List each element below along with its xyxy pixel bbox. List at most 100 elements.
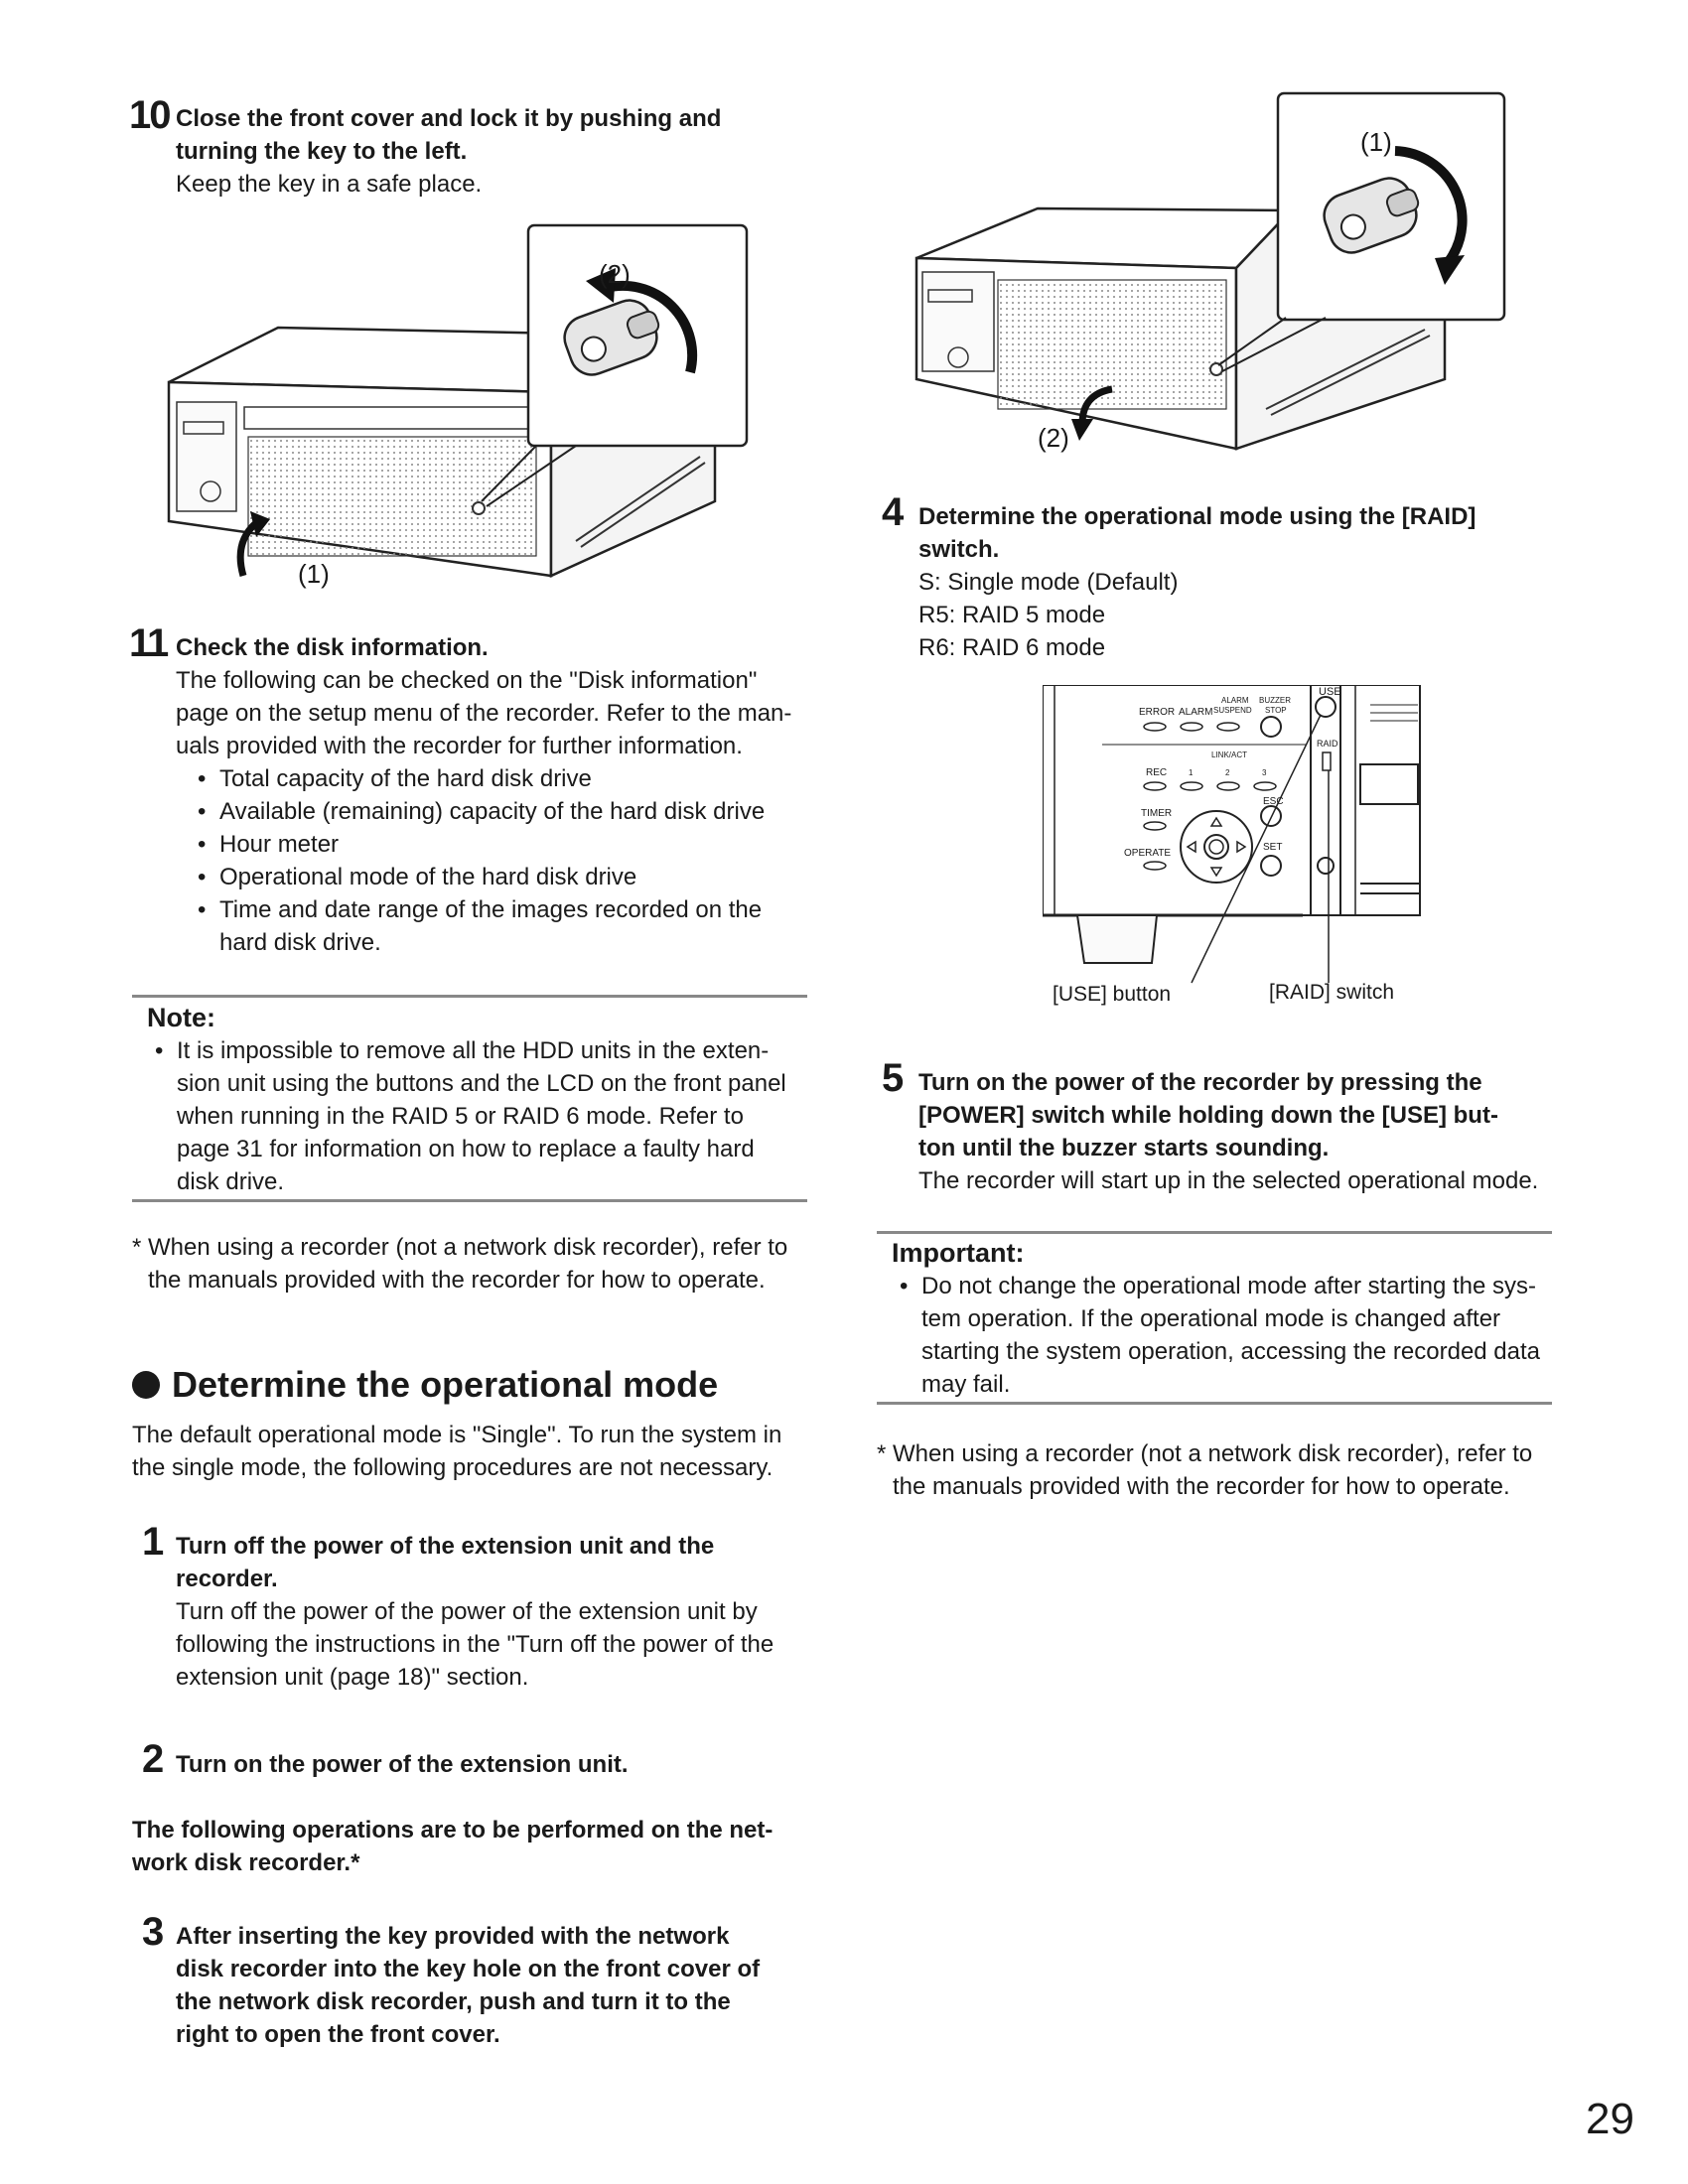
step-10: Close the front cover and lock it by pus… [176, 102, 811, 201]
panel-label-alarm-suspend-2: SUSPEND [1213, 706, 1252, 715]
front-panel-illustration [1042, 684, 1421, 984]
important-heading: Important: [892, 1238, 1025, 1268]
page-number: 29 [1586, 2095, 1634, 2143]
panel-label-ch2: 2 [1225, 768, 1230, 777]
list-item: Total capacity of the hard disk drive [190, 762, 811, 795]
step-5-body: The recorder will start up in the select… [918, 1167, 1539, 1194]
recorder-open-illustration [914, 91, 1506, 451]
step-10-title-line1: Close the front cover and lock it by pus… [176, 105, 722, 132]
step-4-number: 4 [882, 490, 904, 534]
mode-raid5: R5: RAID 5 mode [918, 599, 1554, 631]
step-10-title-line2: turning the key to the left. [176, 138, 468, 165]
important-box: Important: Do not change the operational… [892, 1236, 1552, 1401]
panel-label-link-act: LINK/ACT [1211, 751, 1248, 759]
note-line: disk drive. [177, 1168, 285, 1195]
note-line: page 31 for information on how to replac… [177, 1136, 755, 1162]
note-bottom-rule [132, 1199, 807, 1202]
step-4-title-line2: switch. [918, 536, 1000, 563]
note-line: It is impossible to remove all the HDD u… [147, 1034, 802, 1067]
panel-label-ch1: 1 [1189, 768, 1194, 777]
panel-label-alarm: ALARM [1179, 707, 1213, 718]
footnote-left: * When using a recorder (not a network d… [132, 1231, 817, 1297]
step-1-title-line2: recorder. [176, 1566, 278, 1592]
fig-lock-label-1: (1) [298, 559, 330, 589]
panel-label-buzzer-1: BUZZER [1259, 696, 1291, 705]
step-1-body-line3: extension unit (page 18)" section. [176, 1664, 529, 1691]
note-box: Note: It is impossible to remove all the… [147, 1001, 802, 1198]
step-3-line3: the network disk recorder, push and turn… [176, 1988, 731, 2015]
important-line: may fail. [921, 1371, 1011, 1398]
panel-label-esc: ESC [1263, 796, 1284, 807]
panel-label-raid: RAID [1317, 739, 1338, 749]
note-line: sion unit using the buttons and the LCD … [177, 1070, 786, 1097]
note-top-rule [132, 995, 807, 998]
step-3-number: 3 [142, 1910, 164, 1954]
panel-label-alarm-suspend-1: ALARM [1221, 696, 1249, 705]
footnote-right-line1: * When using a recorder (not a network d… [877, 1440, 1533, 1467]
step-2-number: 2 [142, 1737, 164, 1781]
recorder-lock-illustration [167, 223, 749, 578]
step-5: Turn on the power of the recorder by pre… [918, 1066, 1564, 1197]
mode-desc: Single mode (Default) [940, 569, 1179, 596]
step-4-title-line1: Determine the operational mode using the… [918, 503, 1477, 530]
step-5-title-line2: [POWER] switch while holding down the [U… [918, 1102, 1498, 1129]
step-11-body-line1: The following can be checked on the "Dis… [176, 667, 758, 694]
list-item: Hour meter [190, 828, 811, 861]
mode-key: S: [918, 569, 941, 596]
caption-use-button: [USE] button [1053, 983, 1172, 1006]
footnote-right-line2: the manuals provided with the recorder f… [893, 1473, 1510, 1500]
list-item-continuation: hard disk drive. [219, 929, 381, 956]
step-5-title-line3: ton until the buzzer starts sounding. [918, 1135, 1330, 1161]
step-1-number: 1 [142, 1520, 164, 1564]
mode-single: S: Single mode (Default) [918, 566, 1554, 599]
important-top-rule [877, 1231, 1552, 1234]
step-1-body-line1: Turn off the power of the power of the e… [176, 1598, 758, 1625]
important-line: tem operation. If the operational mode i… [921, 1305, 1501, 1332]
step-10-body: Keep the key in a safe place. [176, 171, 483, 198]
figure-lock-front-cover: (2) (1) [159, 223, 755, 601]
disk-info-list: Total capacity of the hard disk drive Av… [190, 762, 811, 959]
section-intro-line1: The default operational mode is "Single"… [132, 1422, 782, 1448]
note-line: when running in the RAID 5 or RAID 6 mod… [177, 1103, 744, 1130]
important-line: Do not change the operational mode after… [892, 1270, 1552, 1302]
ndr-notice: The following operations are to be perfo… [132, 1814, 827, 1879]
panel-label-timer: TIMER [1141, 808, 1173, 819]
section-bullet-icon [132, 1371, 160, 1399]
step-11-body-line2: page on the setup menu of the recorder. … [176, 700, 792, 727]
important-line: starting the system operation, accessing… [921, 1338, 1541, 1365]
ndr-notice-line2: work disk recorder.* [132, 1849, 360, 1876]
panel-label-buzzer-2: STOP [1265, 706, 1287, 715]
footnote-right: * When using a recorder (not a network d… [877, 1437, 1562, 1503]
panel-label-error: ERROR [1139, 707, 1176, 718]
step-3-line1: After inserting the key provided with th… [176, 1923, 730, 1950]
step-10-number: 10 [129, 93, 171, 137]
ndr-notice-line1: The following operations are to be perfo… [132, 1817, 774, 1843]
fig-lock-label-2: (2) [599, 259, 631, 289]
list-item: Time and date range of the images record… [190, 893, 811, 926]
caption-raid-switch: [RAID] switch [1269, 981, 1395, 1004]
step-11-number: 11 [129, 621, 169, 665]
section-determine-mode: Determine the operational mode The defau… [132, 1363, 827, 1484]
mode-key: R6: [918, 634, 956, 661]
panel-label-use: USE [1319, 686, 1341, 698]
step-3: After inserting the key provided with th… [176, 1920, 811, 2051]
step-4: Determine the operational mode using the… [918, 500, 1554, 664]
important-list: Do not change the operational mode after… [892, 1270, 1552, 1401]
section-intro-line2: the single mode, the following procedure… [132, 1454, 774, 1481]
step-5-title-line1: Turn on the power of the recorder by pre… [918, 1069, 1482, 1096]
important-bottom-rule [877, 1402, 1552, 1405]
figure-front-panel: ERROR ALARM ALARM SUSPEND BUZZER STOP US… [1042, 684, 1425, 1013]
step-1-body-line2: following the instructions in the "Turn … [176, 1631, 774, 1658]
footnote-left-line1: * When using a recorder (not a network d… [132, 1234, 788, 1261]
step-11: Check the disk information. The followin… [176, 631, 811, 959]
mode-raid6: R6: RAID 6 mode [918, 631, 1554, 664]
step-11-title: Check the disk information. [176, 634, 489, 661]
step-2: Turn on the power of the extension unit. [176, 1748, 811, 1781]
mode-desc: RAID 5 mode [955, 602, 1106, 628]
section-heading: Determine the operational mode [172, 1364, 719, 1405]
step-5-number: 5 [882, 1056, 904, 1100]
note-heading: Note: [147, 1003, 215, 1032]
panel-label-ch3: 3 [1262, 768, 1267, 777]
step-1-title-line1: Turn off the power of the extension unit… [176, 1533, 715, 1560]
note-list: It is impossible to remove all the HDD u… [147, 1034, 802, 1198]
